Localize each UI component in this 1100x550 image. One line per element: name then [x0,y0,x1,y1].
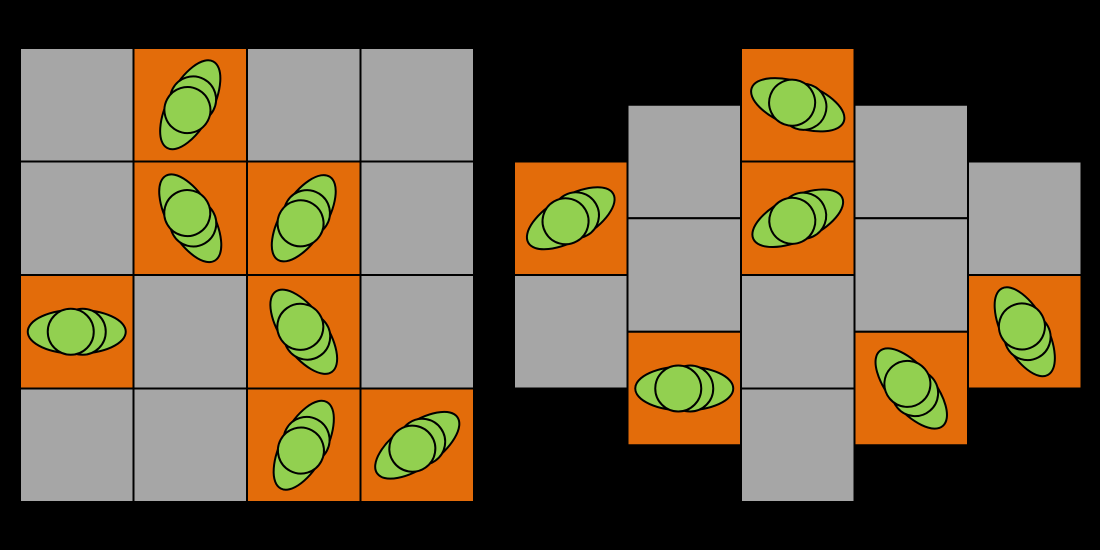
cell-marked [513,160,629,276]
cell-empty [740,387,856,503]
token-front-circle [163,189,212,238]
cell-marked [740,47,856,163]
cell-empty [19,160,135,276]
cell-square [359,274,475,390]
cell-empty [359,274,475,390]
token-front-circle [46,307,95,356]
cell-marked [132,160,248,276]
green-token-icon [270,174,337,263]
cell-square [19,47,135,163]
green-token-icon [634,364,735,413]
cell-square [967,160,1083,276]
cell-square [359,160,475,276]
cell-square [19,160,135,276]
green-token-icon [272,399,335,491]
cell-marked [246,160,362,276]
cell-square [359,47,475,163]
cell-marked [853,330,969,447]
cell-empty [19,47,135,163]
cell-empty [853,103,969,220]
green-token-icon [158,173,223,264]
token-front-circle [768,78,817,127]
cell-marked [967,274,1083,390]
token-front-circle [163,86,212,135]
cell-square [626,217,742,333]
cell-empty [132,274,248,390]
cell-marked [246,387,362,503]
right-grid [513,47,1083,503]
cell-empty [513,274,629,390]
token-front-circle [768,196,817,245]
green-token-icon [26,307,127,356]
cell-marked [626,330,742,447]
green-token-icon [750,77,846,133]
cell-empty [132,387,248,503]
green-token-icon [993,286,1056,378]
cell-marked [246,274,362,390]
cell-square [246,47,362,163]
cell-empty [626,217,742,333]
green-token-icon [269,288,339,375]
cell-empty [853,217,969,333]
token-front-circle [276,426,325,475]
token-front-circle [883,359,932,408]
cell-marked [740,160,856,276]
cell-empty [19,387,135,503]
green-token-icon [159,59,222,151]
cell-empty [359,160,475,276]
green-token-icon [751,188,845,248]
cell-empty [246,47,362,163]
token-front-circle [541,197,590,246]
cell-square [132,274,248,390]
green-token-icon [525,186,616,251]
cell-square [132,387,248,503]
cell-square [740,387,856,503]
token-front-circle [276,302,325,351]
cell-square [853,103,969,220]
cell-marked [359,387,475,503]
cell-square [740,274,856,390]
green-token-icon [374,410,461,480]
token-front-circle [388,424,437,473]
cell-square [626,103,742,220]
token-front-circle [654,364,703,413]
cell-empty [626,103,742,220]
cell-square [853,217,969,333]
green-token-icon [874,347,948,430]
cell-empty [740,274,856,390]
cell-square [19,387,135,503]
cell-square [513,274,629,390]
cell-empty [359,47,475,163]
cell-marked [19,274,135,390]
left-grid [19,47,475,503]
token-front-circle [997,302,1046,351]
cell-marked [132,47,248,163]
cell-empty [967,160,1083,276]
token-front-circle [276,199,325,248]
